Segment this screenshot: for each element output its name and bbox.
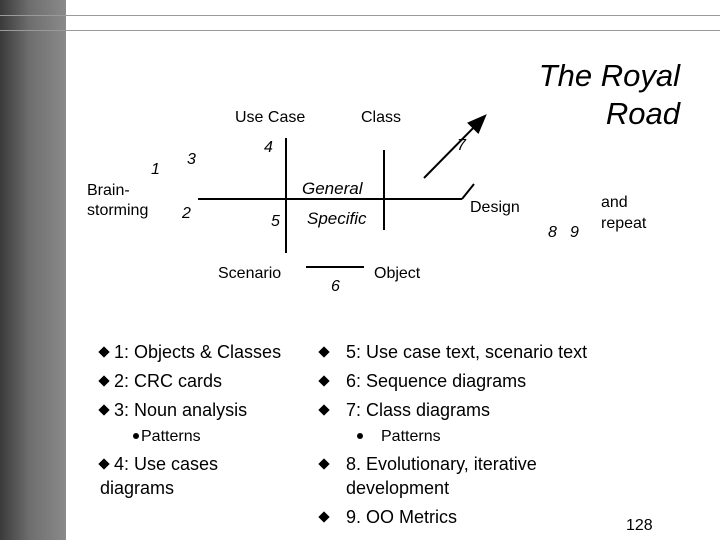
- right-list-item-9: 9. OO Metrics: [318, 503, 457, 532]
- brainstorming-label-2: storming: [87, 202, 149, 219]
- sub-bullet-icon: [357, 433, 363, 439]
- object-label: Object: [374, 265, 421, 282]
- class-label: Class: [361, 109, 402, 126]
- bullet-icon: [318, 458, 330, 470]
- step-4: 4: [264, 139, 273, 156]
- bullet-icon: [318, 375, 330, 387]
- bullet-icon: [98, 346, 110, 358]
- left-sub-item: Patterns: [133, 422, 201, 451]
- left-list-item-1: 1: Objects & Classes: [98, 338, 281, 367]
- page-number: 128: [626, 517, 653, 534]
- bullet-icon: [98, 458, 110, 470]
- diagonal-lower: [461, 183, 475, 200]
- bullet-icon: [98, 375, 110, 387]
- right-sub-item: Patterns: [357, 422, 441, 451]
- and-label: and: [601, 194, 628, 211]
- top-rule-2: [0, 30, 720, 31]
- use-case-label: Use Case: [235, 109, 306, 126]
- step-6: 6: [331, 278, 340, 295]
- step-5: 5: [271, 213, 280, 230]
- left-list-item-4-cont: diagrams: [100, 478, 175, 498]
- top-rule: [0, 15, 720, 16]
- title-line-1: The Royal: [538, 58, 680, 93]
- step-1: 1: [151, 161, 160, 178]
- repeat-label: repeat: [601, 215, 647, 232]
- bullet-icon: [98, 404, 110, 416]
- step-7: 7: [457, 137, 466, 154]
- right-list-item-7: 7: Class diagrams: [318, 396, 490, 425]
- left-list-item-3: 3: Noun analysis: [98, 396, 247, 425]
- step-9: 9: [570, 224, 579, 241]
- step-2: 2: [182, 205, 191, 222]
- sub-bullet-icon: [133, 433, 139, 439]
- left-list-item-4: 4: Use cases: [98, 450, 218, 479]
- bullet-icon: [318, 346, 330, 358]
- bullet-icon: [318, 404, 330, 416]
- right-list-item-6: 6: Sequence diagrams: [318, 367, 526, 396]
- right-list-item-5: 5: Use case text, scenario text: [318, 338, 587, 367]
- right-list-item-8: 8. Evolutionary, iterative: [318, 450, 537, 479]
- specific-label: Specific: [307, 209, 367, 228]
- design-label: Design: [470, 199, 520, 216]
- brainstorming-label-1: Brain-: [87, 182, 130, 199]
- left-list-item-2: 2: CRC cards: [98, 367, 222, 396]
- scenario-label: Scenario: [218, 265, 282, 282]
- step-8: 8: [548, 224, 557, 241]
- bullet-icon: [318, 511, 330, 523]
- step-3: 3: [187, 151, 196, 168]
- title-line-2: Road: [605, 96, 680, 131]
- sidebar-gradient: [0, 0, 66, 540]
- general-label: General: [302, 179, 363, 198]
- right-list-item-8-cont: development: [346, 478, 450, 498]
- arrow-to-road: [423, 114, 487, 179]
